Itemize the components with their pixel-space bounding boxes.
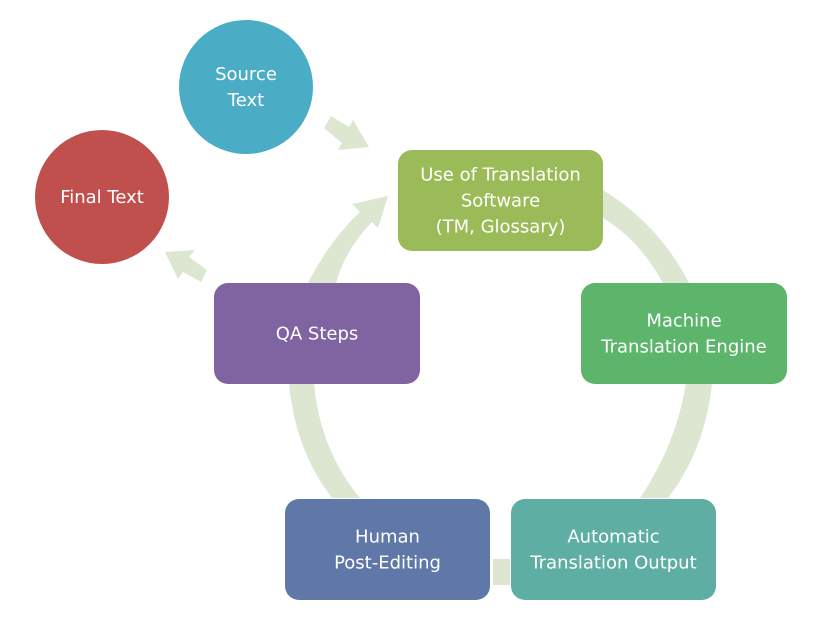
label-line: Source bbox=[215, 64, 277, 85]
cycle-ring bbox=[289, 190, 712, 585]
label-line: Final Text bbox=[60, 187, 144, 208]
connector-human-to-qa bbox=[289, 383, 360, 498]
label-line: Translation Output bbox=[529, 553, 696, 574]
connector-qa-to-software bbox=[308, 196, 388, 283]
label-line: QA Steps bbox=[276, 324, 359, 345]
node-qa-steps: QA Steps bbox=[214, 283, 420, 384]
arrow-source-to-software bbox=[324, 116, 369, 150]
label-line: Translation Engine bbox=[600, 337, 767, 358]
label-line: Human bbox=[355, 527, 420, 548]
final-text-label: Final Text bbox=[60, 187, 144, 208]
node-final-text: Final Text bbox=[35, 130, 169, 264]
arrow-qa-to-final bbox=[165, 250, 207, 282]
label-line: Machine bbox=[646, 311, 721, 332]
connector-software-to-mt bbox=[603, 190, 690, 285]
label-line: Automatic bbox=[567, 527, 659, 548]
qa-steps-label: QA Steps bbox=[276, 324, 359, 345]
connector-output-to-human bbox=[493, 559, 510, 585]
label-line: Software bbox=[461, 191, 540, 212]
connector-mt-to-output bbox=[640, 383, 712, 498]
label-line: (TM, Glossary) bbox=[436, 217, 566, 238]
label-line: Post-Editing bbox=[334, 553, 441, 574]
label-line: Use of Translation bbox=[420, 165, 581, 186]
label-line: Text bbox=[227, 90, 264, 111]
